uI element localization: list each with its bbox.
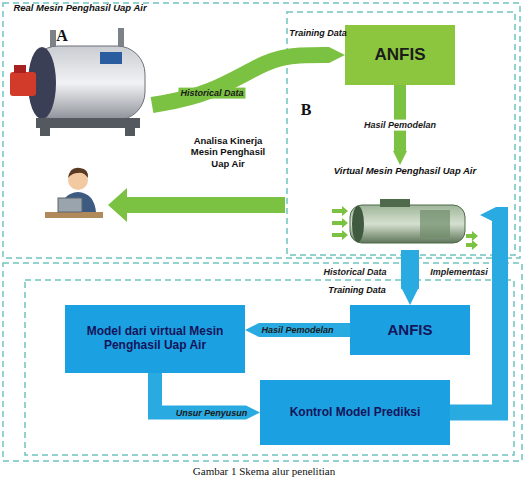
- flow-arrow: [152, 55, 329, 105]
- virtual-machine-figure: Virtual Mesin Penghasil Uap Air: [330, 165, 480, 250]
- control-box: Kontrol Model Prediksi: [260, 380, 450, 445]
- edge-label: Hasil Pemodelan: [259, 325, 335, 336]
- flow-label: Training Data: [328, 285, 385, 296]
- edge-label: Hasil Pemodelan: [362, 120, 438, 131]
- node-text: Kontrol Model Prediksi: [290, 406, 421, 420]
- region-outline: [3, 3, 520, 258]
- figure-caption: Gambar 1 Skema alur penelitian: [0, 465, 528, 477]
- flow-arrow: [259, 323, 350, 337]
- node-text: Virtual Mesin Penghasil Uap Air: [334, 166, 476, 177]
- region-outline: [3, 263, 522, 461]
- region-outline: [25, 280, 514, 455]
- analysis-label: Analisa Kinerja Mesin Penghasil Uap Air: [182, 135, 274, 169]
- node-text: Model dari virtual Mesin Penghasil Uap A…: [71, 325, 239, 353]
- boiler-figure: Real Mesin Penghasil Uap Air: [5, 2, 155, 140]
- node-text: Real Mesin Penghasil Uap Air: [13, 3, 146, 14]
- model-box: Model dari virtual Mesin Penghasil Uap A…: [65, 305, 245, 373]
- boiler-illustration: [10, 28, 145, 136]
- callout-letter: A: [56, 26, 68, 45]
- flow-label: Training Data: [289, 28, 346, 39]
- callout-letter: B: [301, 100, 312, 119]
- anfis-box: ANFIS: [345, 25, 455, 85]
- flow-arrow: [394, 85, 406, 151]
- node-text: ANFIS: [375, 45, 426, 65]
- edge-label: Historical Data: [178, 88, 245, 99]
- analyst-icon: [45, 168, 103, 218]
- edge-label: Historical Data: [321, 267, 388, 278]
- flow-arrow: [401, 250, 419, 289]
- edge-label: Implementasi: [428, 267, 490, 278]
- node-text: ANFIS: [388, 321, 433, 338]
- edge-label: Unsur Penyusun: [174, 407, 250, 418]
- anfis-box: ANFIS: [350, 305, 470, 355]
- analysis-arrow: [108, 188, 285, 222]
- virtual-machine-illustration: [332, 199, 478, 250]
